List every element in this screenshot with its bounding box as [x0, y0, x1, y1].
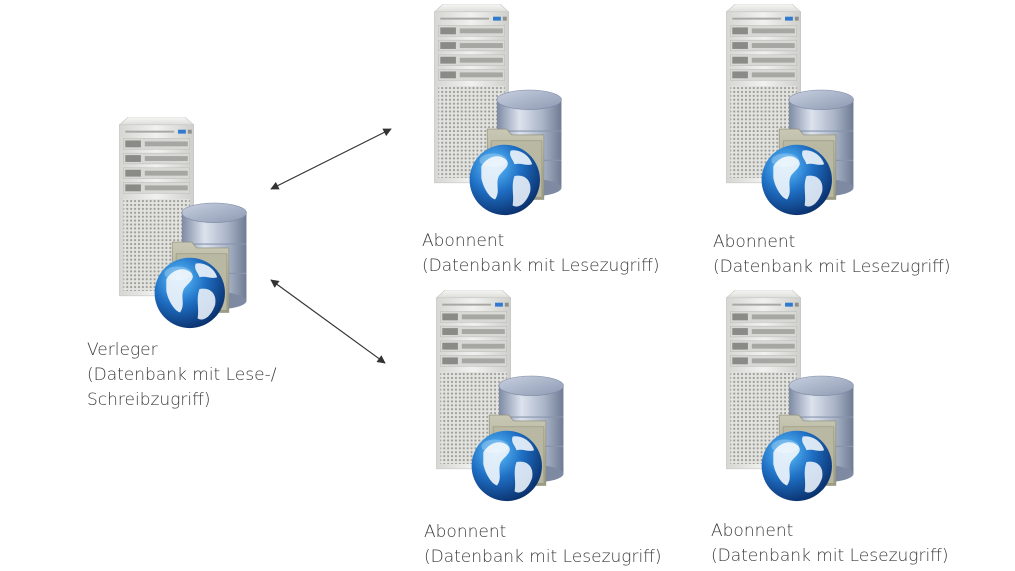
server-database-globe-icon	[725, 4, 855, 216]
subscriber-label-2: Abonnent (Datenbank mit Lesezugriff)	[713, 230, 951, 280]
bidirectional-arrow-publisher-subscriber-1	[270, 128, 392, 190]
bidirectional-arrow-publisher-subscriber-3	[270, 279, 386, 364]
publisher-description-line1: (Datenbank mit Lese-/	[87, 365, 277, 385]
subscriber-description: (Datenbank mit Lesezugriff)	[424, 547, 662, 567]
server-database-globe-icon	[118, 117, 248, 329]
subscriber-description: (Datenbank mit Lesezugriff)	[422, 256, 660, 276]
subscriber-role: Abonnent	[711, 521, 794, 541]
subscriber-role: Abonnent	[424, 522, 507, 542]
subscriber-label-1: Abonnent (Datenbank mit Lesezugriff)	[422, 229, 660, 279]
subscriber-label-4: Abonnent (Datenbank mit Lesezugriff)	[711, 519, 949, 569]
subscriber-label-3: Abonnent (Datenbank mit Lesezugriff)	[424, 520, 662, 570]
publisher-label: Verleger (Datenbank mit Lese-/ Schreibzu…	[87, 338, 276, 413]
server-database-globe-icon	[435, 290, 565, 502]
server-database-globe-icon	[433, 4, 563, 216]
publisher-description-line2: Schreibzugriff)	[87, 390, 211, 410]
subscriber-role: Abonnent	[713, 232, 796, 252]
server-database-globe-icon	[725, 290, 855, 502]
subscriber-description: (Datenbank mit Lesezugriff)	[711, 546, 949, 566]
publisher-role: Verleger	[87, 340, 158, 360]
subscriber-description: (Datenbank mit Lesezugriff)	[713, 257, 951, 277]
subscriber-role: Abonnent	[422, 231, 505, 251]
